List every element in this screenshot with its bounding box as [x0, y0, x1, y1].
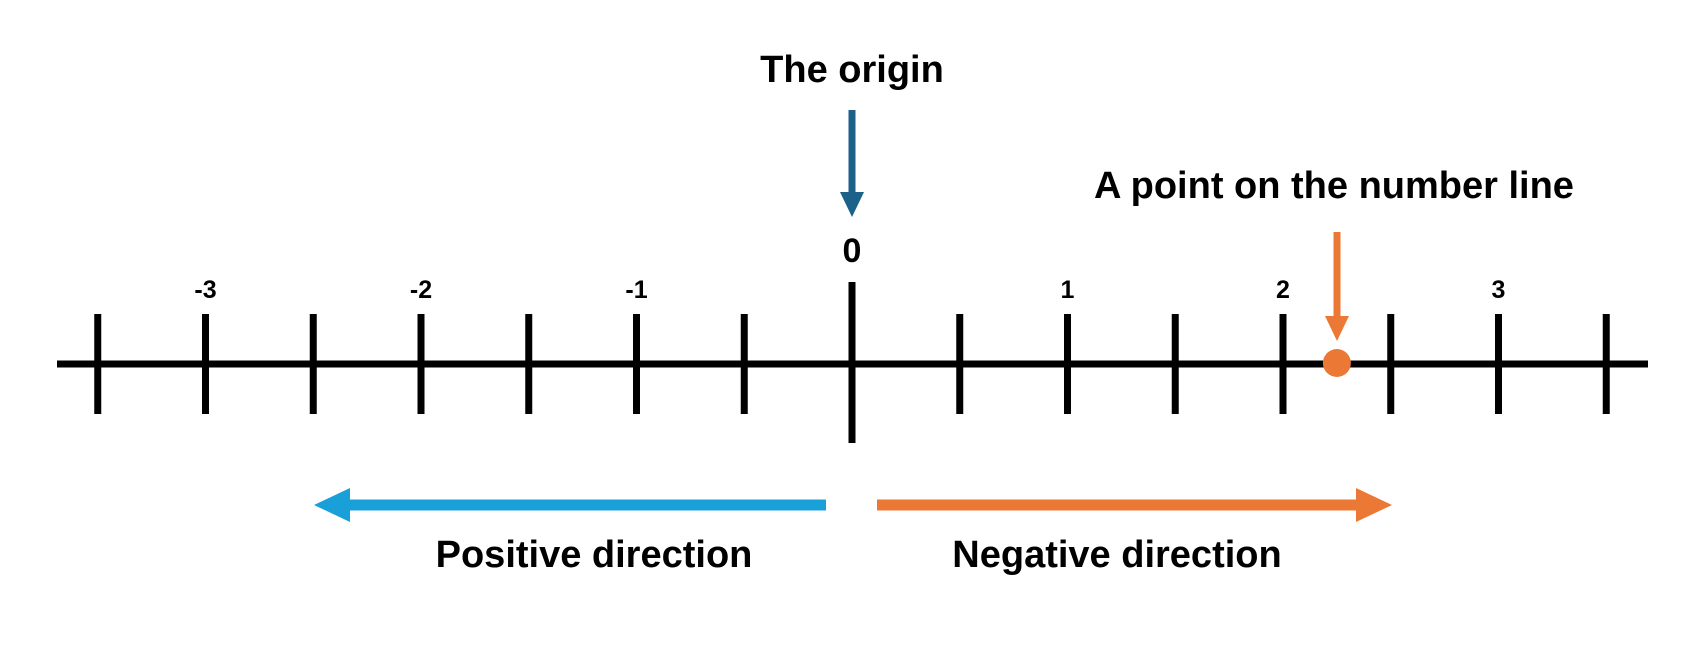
positive-direction-label: Positive direction — [436, 534, 753, 576]
zero-label: 0 — [843, 232, 862, 270]
point-title: A point on the number line — [1094, 165, 1574, 207]
point-arrow — [1325, 232, 1349, 341]
tick-label: 1 — [1061, 276, 1075, 304]
tick-label: 2 — [1276, 276, 1290, 304]
tick-labels: -3 -2 -1 1 2 3 — [194, 276, 1505, 304]
tick-label: -3 — [194, 276, 216, 304]
tick-label: -2 — [410, 276, 432, 304]
origin-title: The origin — [760, 49, 944, 91]
tick-marks — [94, 314, 1610, 414]
tick-label: -1 — [625, 276, 647, 304]
positive-direction-arrow — [314, 488, 826, 522]
origin-arrow — [840, 110, 864, 217]
tick-label: 3 — [1492, 276, 1506, 304]
negative-direction-label: Negative direction — [952, 534, 1281, 576]
negative-direction-arrow — [877, 488, 1392, 522]
number-line-point — [1322, 349, 1351, 377]
